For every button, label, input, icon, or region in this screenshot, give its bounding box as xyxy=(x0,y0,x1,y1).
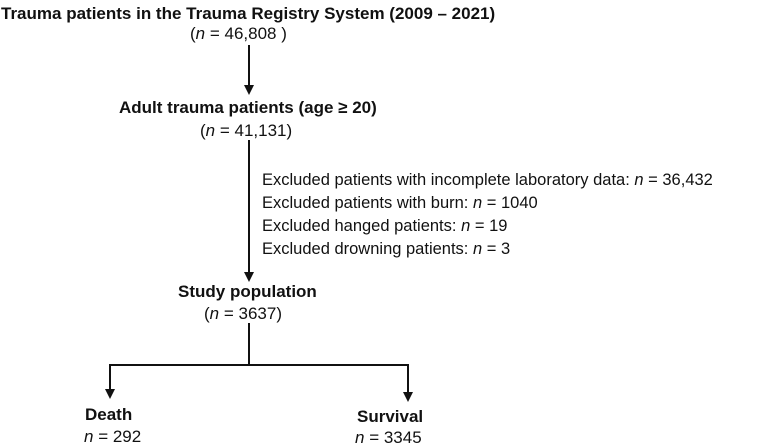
exclusion-count-variable: n xyxy=(472,240,483,258)
exclusion-count-value: = 19 xyxy=(470,217,508,235)
registry-title: Trauma patients in the Trauma Registry S… xyxy=(1,4,496,23)
adult-count-value: = 41,131 xyxy=(215,121,287,140)
exclusion-count-variable: n xyxy=(634,171,644,189)
exclusion-item: Excluded patients with burn: n = 1040 xyxy=(262,195,538,212)
exclusion-label: Excluded hanged patients: xyxy=(262,217,462,235)
exclusion-count-value: = 36,432 xyxy=(643,171,713,189)
registry-count-variable: n xyxy=(195,24,206,43)
exclusion-count-value: = 3 xyxy=(482,240,511,258)
study-count: (n = 3637) xyxy=(204,304,283,323)
study-title: Study population xyxy=(178,282,317,301)
exclusion-item: Excluded drowning patients: n = 3 xyxy=(262,241,510,258)
registry-count-value: = 46,808 xyxy=(205,24,282,43)
exclusion-count-variable: n xyxy=(472,194,483,212)
adult-count: (n = 41,131) xyxy=(200,121,293,140)
exclusion-label: Excluded patients with burn: xyxy=(262,194,473,212)
survival-count-variable: n xyxy=(355,428,365,447)
exclusion-label: Excluded drowning patients: xyxy=(262,240,473,258)
exclusion-count-value: = 1040 xyxy=(482,194,538,212)
survival-title: Survival xyxy=(357,407,424,426)
adult-count-variable: n xyxy=(205,121,216,140)
survival-count: n = 3345 xyxy=(355,429,422,446)
exclusion-item: Excluded patients with incomplete labora… xyxy=(262,172,713,189)
death-count: n = 292 xyxy=(84,428,141,445)
adult-title: Adult trauma patients (age ≥ 20) xyxy=(119,98,377,117)
exclusion-item: Excluded hanged patients: n = 19 xyxy=(262,218,507,235)
study-count-variable: n xyxy=(209,304,220,323)
death-title: Death xyxy=(85,405,133,424)
exclusion-label: Excluded patients with incomplete labora… xyxy=(262,171,635,189)
registry-count: (n = 46,808 ) xyxy=(190,24,287,43)
death-count-variable: n xyxy=(84,427,94,446)
survival-count-value: = 3345 xyxy=(364,428,422,447)
death-count-value: = 292 xyxy=(93,427,142,446)
exclusion-count-variable: n xyxy=(461,217,471,235)
study-count-value: = 3637 xyxy=(219,304,277,323)
